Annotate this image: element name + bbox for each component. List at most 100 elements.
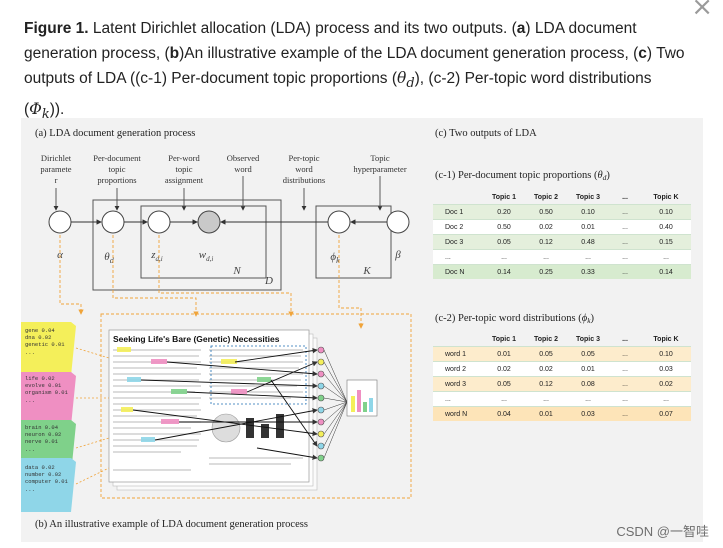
table-header-cell: Topic 2 (534, 193, 558, 201)
symbol-w: wd,i (199, 249, 214, 263)
symbol-z: zd,i (150, 249, 163, 263)
svg-text:hyperparameter: hyperparameter (353, 164, 406, 174)
watermark: CSDN @一智哇 (616, 524, 709, 539)
svg-text:proportions: proportions (97, 175, 136, 185)
table-cell: ... (641, 391, 691, 407)
table-header-cell: Topic 3 (576, 335, 600, 343)
label-per-word: Per-word (168, 153, 200, 163)
table-cell: word N (433, 406, 483, 421)
table-cell: ... (609, 219, 641, 235)
label-per-topic: Per-topic (289, 153, 320, 163)
table-cell: ... (525, 249, 567, 265)
table-header-cell (433, 190, 483, 205)
svg-text:topic: topic (109, 164, 126, 174)
table-header-cell (433, 332, 483, 347)
table-cell: ... (567, 391, 609, 407)
label-dirichlet: Dirichlet (41, 153, 72, 163)
svg-text:organism 0.01: organism 0.01 (25, 389, 69, 396)
svg-text:nerve 0.01: nerve 0.01 (25, 438, 59, 445)
panel-b-frame (100, 313, 412, 499)
table-cell: 0.01 (567, 361, 609, 377)
figure-image: (a) LDA document generation process Diri… (21, 118, 703, 542)
panel-b-title: (b) An illustrative example of LDA docum… (35, 519, 308, 530)
table-header-cell: Topic 2 (534, 335, 558, 343)
node-theta (101, 210, 125, 234)
table-cell: word 2 (433, 361, 483, 377)
table-cell: 0.03 (567, 406, 609, 421)
table-header-cell: Topic 3 (576, 193, 600, 201)
table-cell: ... (609, 204, 641, 220)
symbol-D: D (264, 275, 273, 287)
table-cell: 0.15 (641, 234, 691, 250)
svg-text:brain 0.04: brain 0.04 (25, 424, 59, 431)
table-cell: ... (641, 249, 691, 265)
plate-N (140, 205, 267, 279)
table-cell: 0.05 (483, 234, 525, 250)
svg-text:computer 0.01: computer 0.01 (25, 478, 69, 485)
panel-a-title: (a) LDA document generation process (35, 128, 195, 139)
table-cell: 0.01 (567, 219, 609, 235)
table-cell: 0.20 (483, 204, 525, 220)
panel-c2-title: (c-2) Per-topic word distributions (ϕk) (435, 313, 595, 325)
symbol-phi: ϕk (330, 251, 340, 265)
table-cell: 0.50 (525, 204, 567, 220)
svg-text:data 0.02: data 0.02 (25, 464, 55, 471)
table-header-cell: Topic 1 (492, 335, 516, 343)
table-cell: ... (609, 249, 641, 265)
topic-card-2 (21, 372, 76, 426)
svg-text:word: word (295, 164, 313, 174)
table-cell: ... (525, 391, 567, 407)
table-cell: ... (609, 264, 641, 279)
table-header-cell: Topic K (653, 193, 679, 201)
svg-text:gene 0.04: gene 0.04 (25, 327, 55, 334)
symbol-beta: β (394, 249, 401, 261)
close-icon[interactable]: × (691, 0, 713, 22)
table-cell: 0.10 (641, 204, 691, 220)
table-cell: 0.14 (483, 264, 525, 279)
table-cell: ... (609, 361, 641, 377)
table-row: .................. (433, 249, 691, 265)
svg-text:genetic 0.01: genetic 0.01 (25, 341, 65, 348)
label-topic-hyper: Topic (370, 153, 389, 163)
node-z (147, 210, 171, 234)
table-cell: ... (609, 376, 641, 392)
table-cell: 0.12 (525, 376, 567, 392)
svg-text:paramete: paramete (40, 164, 71, 174)
svg-text:...: ... (25, 446, 35, 453)
svg-text:word: word (234, 164, 252, 174)
assignment-arrows (132, 347, 318, 460)
figure-caption: Figure 1. Latent Dirichlet allocation (L… (24, 20, 685, 122)
table-cell: 0.03 (641, 361, 691, 377)
figure-drawing: (a) LDA document generation process Diri… (21, 128, 610, 530)
table-cell: 0.02 (525, 361, 567, 377)
table-cell: ... (483, 391, 525, 407)
symbol-theta: θd (104, 251, 114, 265)
table-cell: 0.05 (525, 346, 567, 362)
table-cell: Doc N (433, 264, 483, 279)
svg-text:life 0.02: life 0.02 (25, 375, 55, 382)
table-cell: 0.01 (525, 406, 567, 421)
node-phi (327, 210, 351, 234)
table-cell: 0.12 (525, 234, 567, 250)
label-observed: Observed (227, 153, 260, 163)
table-cell: 0.02 (483, 361, 525, 377)
panel-c1-title: (c-1) Per-document topic proportions (θd… (435, 170, 610, 182)
table-header-cell: Topic 1 (492, 193, 516, 201)
svg-text:distributions: distributions (283, 175, 326, 185)
table-cell: 0.02 (641, 376, 691, 392)
svg-text:evolve 0.01: evolve 0.01 (25, 382, 62, 389)
table-cell: 0.01 (483, 346, 525, 362)
table-header-cell: ... (622, 335, 628, 343)
table-cell: ... (609, 234, 641, 250)
table-cell: 0.48 (567, 234, 609, 250)
